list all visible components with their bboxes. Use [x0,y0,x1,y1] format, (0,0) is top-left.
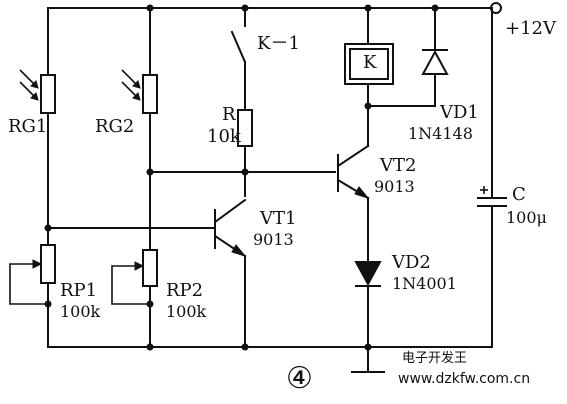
rp2-value: 100k [166,302,207,321]
rp2-junction [146,300,154,308]
rg2-light-arrows [121,69,141,101]
rg2-top-junction [146,4,154,12]
rp1-value: 100k [60,302,101,321]
switch-top-junction [241,4,249,12]
bottom-junction-vt1 [241,343,249,351]
vd1-top-junction [431,4,439,12]
bottom-junction-rp2 [146,343,154,351]
rg2-resistor [142,74,158,114]
vt2-transistor [336,105,370,247]
rp1-junction [44,300,52,308]
vd1-diode [421,49,449,75]
vd1-part-number: 1N4148 [408,124,473,143]
rp1-wiper-wire [9,263,48,305]
capacitor-label: C [512,184,526,205]
vt1-part-number: 9013 [253,230,294,249]
rg1-resistor [40,74,56,114]
switch-k1-label: K－1 [257,33,300,54]
rp2-potentiometer [142,249,158,287]
vt2-part-number: 9013 [374,177,415,196]
relay-top-junction [364,4,372,12]
rg1-light-arrows [19,69,39,101]
vd2-diode [354,261,382,287]
capacitor-value: 100μ [506,208,547,227]
vt1-label: VT1 [260,208,297,229]
ground-symbol [351,346,385,373]
watermark-site-name: 电子开发王 [402,351,468,366]
figure-number: ④ [286,361,313,396]
rp2-label: RP2 [166,280,204,301]
rg2-label: RG2 [95,116,135,137]
rp2-wiper-wire [111,265,150,305]
relay-k-inner [349,48,389,80]
supply-voltage-label: +12V [505,18,556,39]
rg1-label: RG1 [8,116,48,137]
r-junction [241,168,249,176]
vd1-label: VD1 [440,102,479,123]
watermark-url: www.dzkfw.com.cn [398,371,531,387]
rp1-potentiometer [40,244,56,284]
rp1-wiper-arrow [32,259,43,269]
vt1-transistor [213,198,247,348]
vd2-label: VD2 [392,252,431,273]
vd2-part-number: 1N4001 [392,274,457,293]
resistor-r-value: 10k [207,126,241,147]
resistor-r-label: R [222,104,236,125]
switch-k1-contact [230,30,247,64]
relay-k-label: K [363,52,377,73]
rp2-wiper-arrow [134,261,145,271]
vt2-label: VT2 [380,155,417,176]
rp1-label: RP1 [60,280,98,301]
